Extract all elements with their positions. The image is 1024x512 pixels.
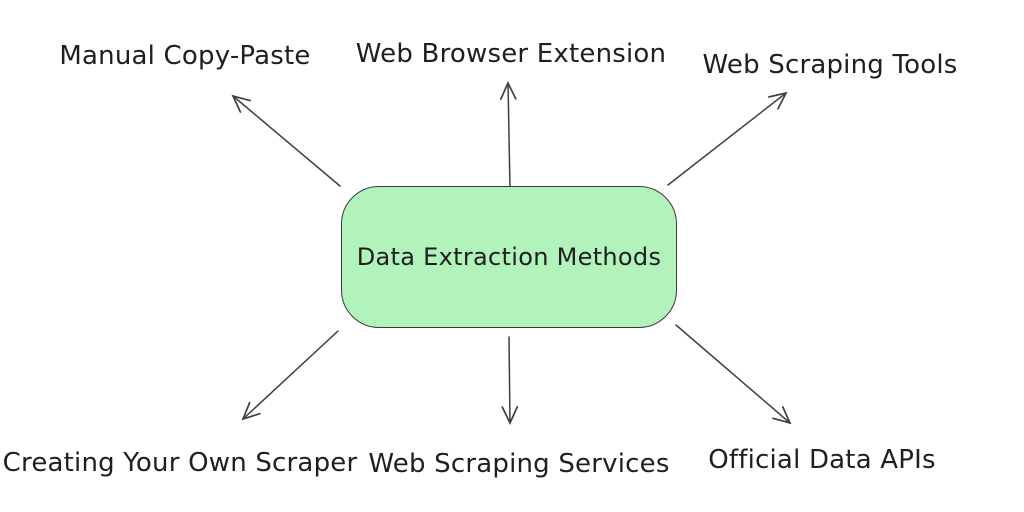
arrow-to-manual-copy-paste [231,94,341,187]
arrow-to-web-scraping-tools [667,91,788,186]
node-web-scraping-tools: Web Scraping Tools [702,50,958,80]
node-manual-copy-paste: Manual Copy-Paste [59,41,311,71]
arrow-to-web-browser-extension [499,80,517,189]
arrow-to-official-data-apis [675,324,792,425]
node-creating-your-own-scraper: Creating Your Own Scraper [2,448,358,478]
center-node: Data Extraction Methods [341,186,677,328]
center-node-label: Data Extraction Methods [356,243,662,271]
node-official-data-apis: Official Data APIs [708,445,936,475]
arrow-to-creating-your-own-scraper [241,330,339,421]
arrow-to-web-scraping-services [501,336,519,426]
node-web-browser-extension: Web Browser Extension [355,39,667,69]
node-web-scraping-services: Web Scraping Services [368,449,670,479]
